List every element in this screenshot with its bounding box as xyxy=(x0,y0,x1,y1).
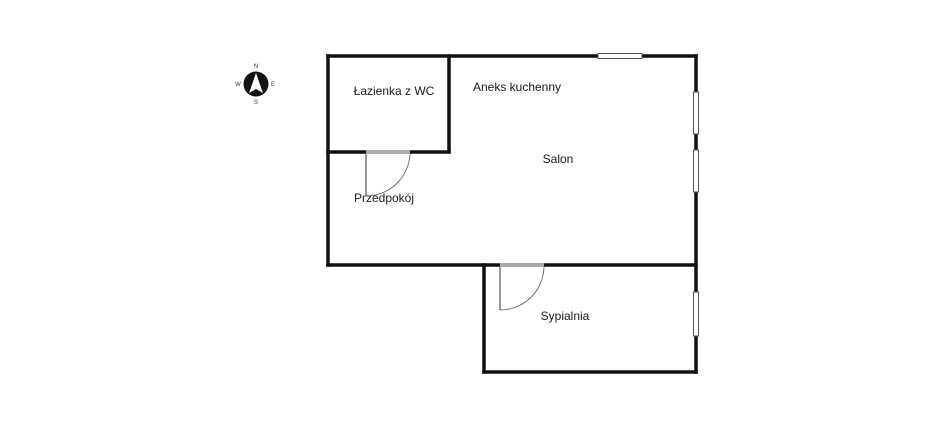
doors xyxy=(365,150,545,311)
room-label-bathroom: Łazienka z WC xyxy=(354,84,435,98)
compass-north-label: N xyxy=(254,64,258,70)
walls xyxy=(326,54,698,374)
compass-south-label: S xyxy=(254,100,258,106)
room-labels: Łazienka z WC Aneks kuchenny Salon Przed… xyxy=(354,80,590,323)
room-label-living-room: Salon xyxy=(543,152,574,166)
room-label-bedroom: Sypialnia xyxy=(541,309,590,323)
window-right-middle xyxy=(693,149,699,193)
window-right-upper xyxy=(693,91,699,135)
room-label-hallway: Przedpokój xyxy=(354,191,414,205)
door-bedroom-threshold xyxy=(500,263,544,267)
compass-west-label: W xyxy=(235,82,241,88)
door-bathroom-threshold xyxy=(366,150,410,154)
door-bedroom-swing xyxy=(499,266,545,311)
window-top xyxy=(597,53,643,59)
compass: N S E W xyxy=(235,64,275,106)
north-arrow-icon xyxy=(249,73,263,93)
windows xyxy=(597,53,699,337)
compass-east-label: E xyxy=(271,82,275,88)
door-bathroom-swing xyxy=(365,153,411,197)
room-label-kitchenette: Aneks kuchenny xyxy=(473,80,561,94)
window-right-lower xyxy=(693,291,699,337)
